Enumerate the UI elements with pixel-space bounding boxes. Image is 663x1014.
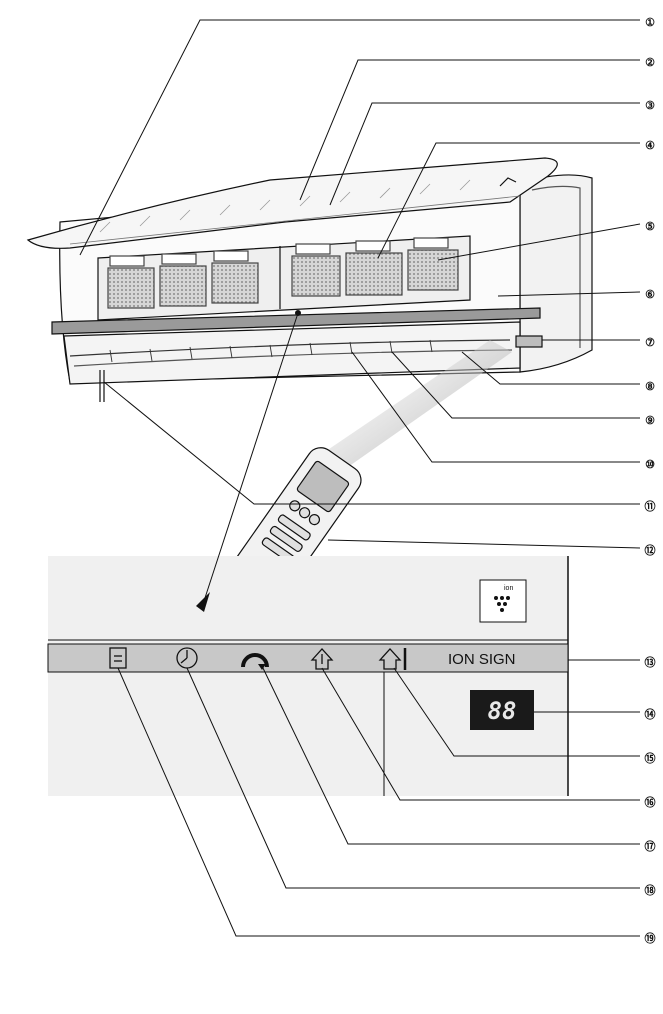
display-digits: 88 <box>488 697 517 725</box>
air-conditioner-unit <box>26 157 593 402</box>
indicator-band <box>47 643 569 673</box>
callout-number-12: ⑫ <box>645 543 656 557</box>
callout-number-3: ③ <box>645 100 655 112</box>
callout-number-1: ① <box>645 17 655 29</box>
house-arrow-icon <box>310 648 334 670</box>
ion-sign-label: ION SIGN <box>448 651 516 668</box>
vertical-louvers <box>109 339 433 363</box>
callout-number-7: ⑦ <box>645 337 655 349</box>
callout-number-13: ⑬ <box>645 655 656 669</box>
temperature-display <box>470 690 534 730</box>
ion-icon-label: ion <box>504 585 513 592</box>
panel-ribs <box>99 179 471 233</box>
zoom-arrow-head <box>196 592 210 612</box>
callout-number-17: ⑰ <box>645 839 656 853</box>
callout-number-11: ⑪ <box>645 499 656 513</box>
ion-dots-icon: ion <box>479 579 527 623</box>
callout-number-15: ⑮ <box>645 751 656 765</box>
house-arrow-bar-icon <box>378 648 407 670</box>
callout-number-10: ⑩ <box>645 459 655 471</box>
remote-receiver-window <box>515 335 543 348</box>
callout-number-19: ⑲ <box>645 931 656 945</box>
front-panel-raised <box>26 157 558 249</box>
callout-number-4: ④ <box>645 140 655 152</box>
infrared-beam <box>298 340 512 488</box>
horizontal-louver <box>69 339 511 357</box>
callout-number-2: ② <box>645 57 655 69</box>
leader-lines <box>79 19 641 937</box>
callout-number-5: ⑤ <box>645 221 655 233</box>
callout-number-14: ⑭ <box>645 707 656 721</box>
air-outlet <box>63 321 521 385</box>
callout-number-8: ⑧ <box>645 381 655 393</box>
display-panel: ion ION SIGN <box>47 556 569 796</box>
callout-number-9: ⑨ <box>645 415 655 427</box>
callout-number-16: ⑯ <box>645 795 656 809</box>
callout-number-6: ⑥ <box>645 289 655 301</box>
callout-number-18: ⑱ <box>645 883 656 897</box>
callout-numbers: ① ② ③ ④ ⑤ ⑥ ⑦ ⑧ ⑨ ⑩ ⑪ ⑫ ⑬ ⑭ ⑮ ⑯ ⑰ ⑱ ⑲ <box>645 17 656 945</box>
air-filter <box>291 255 341 297</box>
front-strip <box>51 307 541 335</box>
